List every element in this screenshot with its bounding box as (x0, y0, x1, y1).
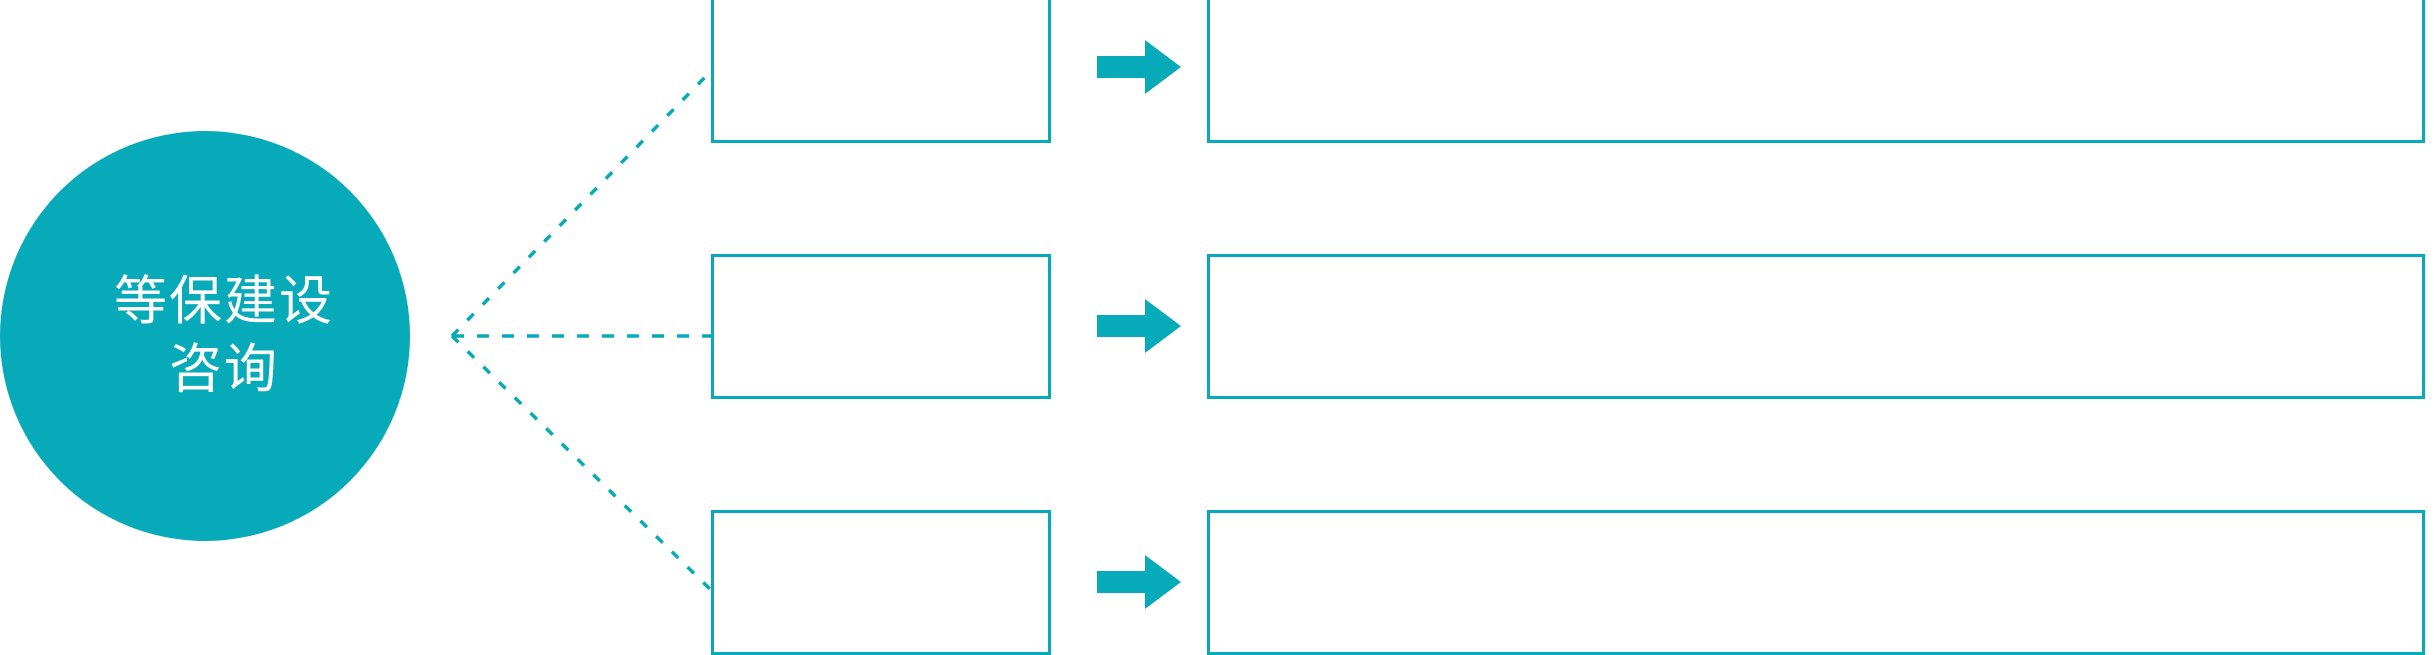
detail-box[interactable] (1207, 510, 2425, 655)
detail-box[interactable] (1207, 254, 2425, 399)
detail-box[interactable] (1207, 0, 2425, 143)
diagram-row (0, 510, 2434, 655)
arrow-right-icon (1097, 297, 1181, 355)
arrow-right-icon (1097, 553, 1181, 611)
hub-circle[interactable]: 等保建设 咨询 (0, 131, 410, 541)
arrow-right-icon (1097, 38, 1181, 96)
stage-box[interactable] (711, 0, 1051, 143)
hub-label: 等保建设 咨询 (114, 272, 334, 399)
diagram-row (0, 0, 2434, 143)
stage-box[interactable] (711, 510, 1051, 655)
diagram-row (0, 254, 2434, 399)
stage-box[interactable] (711, 254, 1051, 399)
